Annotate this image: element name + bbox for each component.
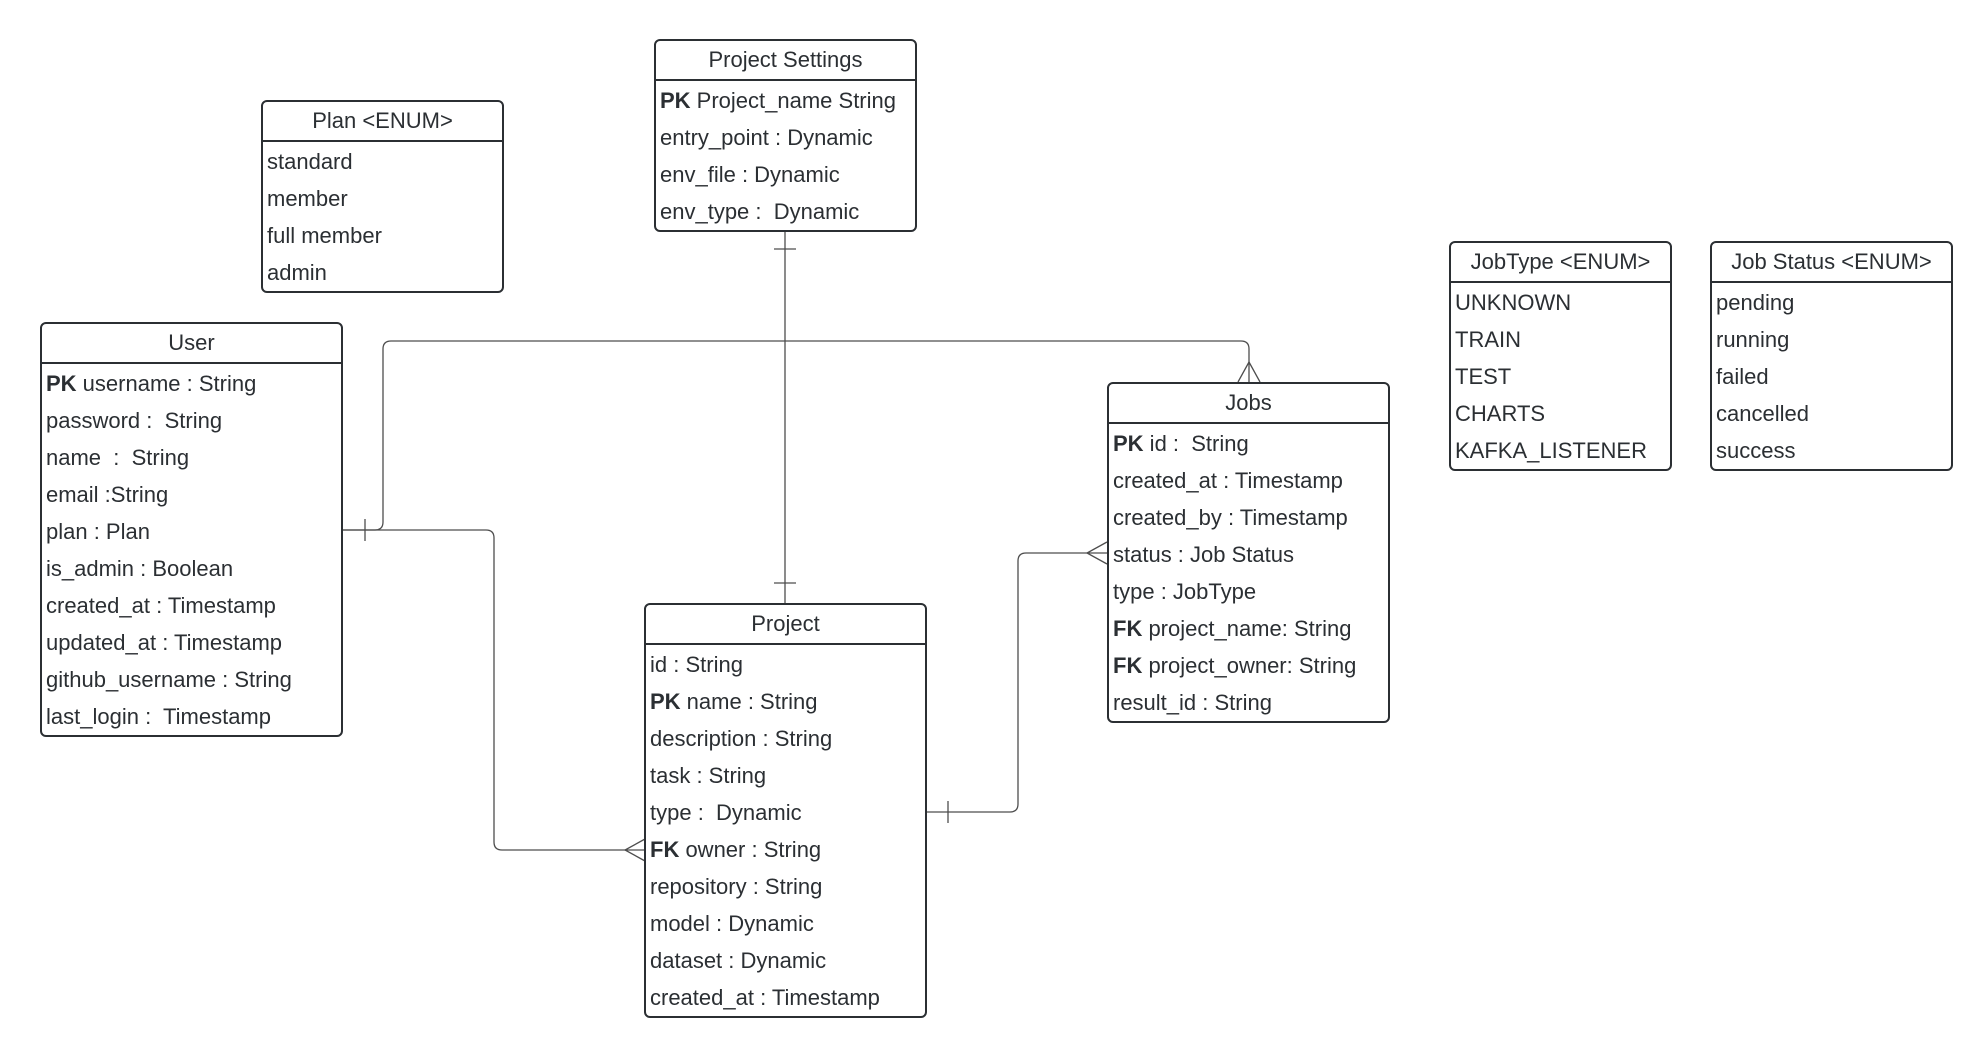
entity-row: entry_point : Dynamic xyxy=(660,125,873,150)
entity-row: PK name : String xyxy=(650,689,818,714)
entity-row: cancelled xyxy=(1716,401,1809,426)
entity-title: Job Status <ENUM> xyxy=(1712,243,1951,283)
entity-row: github_username : String xyxy=(46,667,292,692)
entity-row: TRAIN xyxy=(1455,327,1521,352)
entity-row: PK Project_name String xyxy=(660,88,896,113)
entity-row: FK project_name: String xyxy=(1113,616,1352,641)
entity-row: UNKNOWN xyxy=(1455,290,1572,315)
entity-row: updated_at : Timestamp xyxy=(46,630,283,655)
entity-row: result_id : String xyxy=(1113,690,1272,715)
entity-row: type : JobType xyxy=(1113,579,1257,604)
entity-row: created_at : Timestamp xyxy=(46,593,276,618)
entity-row: description : String xyxy=(650,726,833,751)
entity-row: id : String xyxy=(650,652,743,677)
user-entity[interactable]: User PK username : String password : Str… xyxy=(40,322,343,737)
entity-title: Plan <ENUM> xyxy=(263,102,502,142)
entity-row: PK id : String xyxy=(1113,431,1249,456)
project-entity[interactable]: Project id : String PK name : String des… xyxy=(644,603,927,1018)
project-settings-entity[interactable]: Project Settings PK Project_name String … xyxy=(654,39,917,232)
entity-row: PK username : String xyxy=(46,371,257,396)
entity-row: created_by : Timestamp xyxy=(1113,505,1348,530)
entity-row: email :String xyxy=(46,482,169,507)
jobtype-enum-entity[interactable]: JobType <ENUM> UNKNOWN TRAIN TEST CHARTS… xyxy=(1449,241,1672,471)
entity-row: type : Dynamic xyxy=(650,800,802,825)
entity-row: name : String xyxy=(46,445,190,470)
settings-user-jobs-line xyxy=(342,340,1250,531)
entity-row: KAFKA_LISTENER xyxy=(1455,438,1647,463)
entity-row: FK project_owner: String xyxy=(1113,653,1357,678)
entity-row: is_admin : Boolean xyxy=(46,556,234,581)
entity-title: Project xyxy=(646,605,925,645)
entity-row: dataset : Dynamic xyxy=(650,948,827,973)
entity-title: Project Settings xyxy=(656,41,915,81)
jobs-many-marker xyxy=(1237,360,1261,383)
entity-row: plan : Plan xyxy=(46,519,150,544)
entity-row: env_type : Dynamic xyxy=(660,199,860,224)
entity-row: CHARTS xyxy=(1455,401,1546,426)
project-jobs-line xyxy=(927,552,1107,813)
entity-row: FK owner : String xyxy=(650,837,822,862)
entity-row: success xyxy=(1716,438,1796,463)
entity-row: member xyxy=(267,186,348,211)
entity-row: admin xyxy=(267,260,327,285)
entity-row: running xyxy=(1716,327,1790,352)
entity-row: failed xyxy=(1716,364,1769,389)
jobstatus-enum-entity[interactable]: Job Status <ENUM> pending running failed… xyxy=(1710,241,1953,471)
entity-row: password : String xyxy=(46,408,223,433)
entity-row: last_login : Timestamp xyxy=(46,704,271,729)
jobs-status-many-marker xyxy=(1085,541,1108,565)
entity-title: JobType <ENUM> xyxy=(1451,243,1670,283)
plan-enum-entity[interactable]: Plan <ENUM> standard member full member … xyxy=(261,100,504,293)
entity-row: task : String xyxy=(650,763,767,788)
entity-title: Jobs xyxy=(1109,384,1388,424)
entity-row: created_at : Timestamp xyxy=(650,985,880,1010)
entity-row: standard xyxy=(267,149,353,174)
jobs-entity[interactable]: Jobs PK id : String created_at : Timesta… xyxy=(1107,382,1390,723)
user-project-line xyxy=(342,529,645,851)
entity-title: User xyxy=(42,324,341,364)
entity-row: created_at : Timestamp xyxy=(1113,468,1343,493)
entity-row: repository : String xyxy=(650,874,823,899)
project-many-marker xyxy=(623,838,646,862)
entity-row: env_file : Dynamic xyxy=(660,162,840,187)
entity-row: TEST xyxy=(1455,364,1512,389)
entity-row: pending xyxy=(1716,290,1795,315)
entity-row: full member xyxy=(267,223,382,248)
entity-row: status : Job Status xyxy=(1113,542,1294,567)
entity-row: model : Dynamic xyxy=(650,911,814,936)
